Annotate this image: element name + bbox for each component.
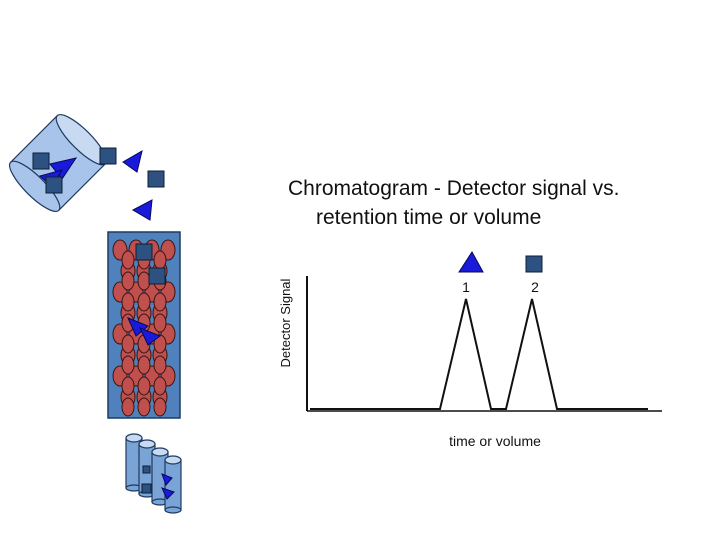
title-line-1: Chromatogram - Detector signal vs. xyxy=(288,177,620,200)
chromatogram xyxy=(306,251,662,412)
signal-trace xyxy=(310,298,648,410)
bead xyxy=(121,355,135,375)
bead xyxy=(153,250,167,270)
title-line-2: retention time or volume xyxy=(316,206,542,229)
bead xyxy=(153,334,167,354)
bead xyxy=(137,292,151,312)
peak-label-2: 2 xyxy=(531,279,539,295)
y-axis-label: Detector Signal xyxy=(278,278,293,368)
bead xyxy=(121,376,135,396)
test-tube xyxy=(125,433,143,492)
bead xyxy=(137,376,151,396)
bead xyxy=(121,334,135,354)
bead xyxy=(153,355,167,375)
peak-2-square-icon xyxy=(525,255,543,273)
bead xyxy=(121,250,135,270)
peak-1-triangle-icon xyxy=(458,251,484,273)
bead xyxy=(153,397,167,417)
bead xyxy=(137,271,151,291)
packed-column xyxy=(107,231,181,419)
bead xyxy=(121,292,135,312)
test-tube xyxy=(164,455,182,514)
collection-tubes xyxy=(125,433,182,514)
free-molecules xyxy=(99,147,165,221)
vial-contents xyxy=(32,152,78,194)
x-axis-label: time or volume xyxy=(449,433,541,449)
bead xyxy=(137,397,151,417)
bead xyxy=(121,271,135,291)
bead xyxy=(153,292,167,312)
bead xyxy=(153,313,167,333)
peak-label-1: 1 xyxy=(462,279,470,295)
bead xyxy=(137,355,151,375)
column-molecules xyxy=(127,243,166,346)
bead xyxy=(153,376,167,396)
bead xyxy=(121,397,135,417)
chart-title: Chromatogram - Detector signal vs. reten… xyxy=(288,174,668,232)
tube-molecules xyxy=(141,465,175,500)
